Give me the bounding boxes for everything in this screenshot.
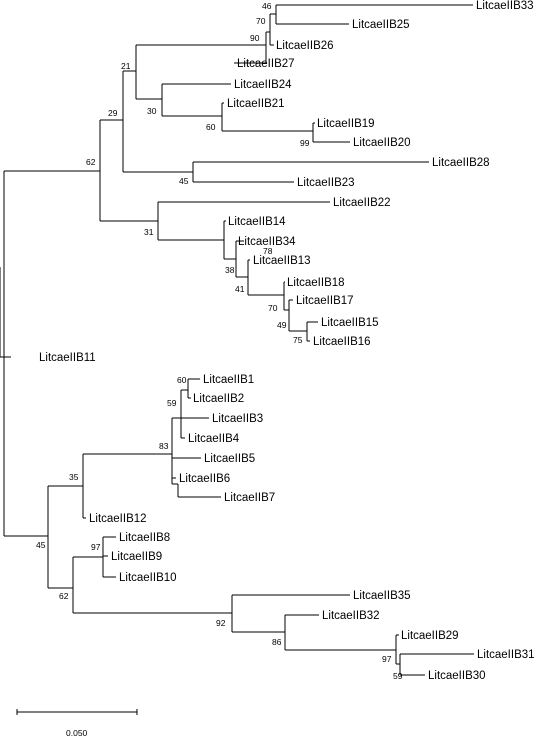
leaf-label: LitcaeIIB19 [317,118,375,130]
leaf-label: LitcaeIIB30 [428,670,486,682]
leaf-label: LitcaeIIB25 [352,19,410,31]
leaf-label: LitcaeIIB14 [228,216,286,228]
leaf-label: LitcaeIIB3 [212,413,263,425]
bootstrap-value: 60 [177,375,187,385]
bootstrap-value: 97 [91,542,101,552]
bootstrap-value: 99 [300,138,310,148]
leaf-label: LitcaeIIB1 [203,374,254,386]
bootstrap-value: 46 [262,1,272,11]
bootstrap-value: 45 [179,176,189,186]
bootstrap-value: 31 [144,227,154,237]
leaf-label: LitcaeIIB28 [432,157,490,169]
bootstrap-value: 49 [277,320,287,330]
bootstrap-value: 60 [206,122,216,132]
bootstrap-value: 41 [235,284,245,294]
leaf-label: LitcaeIIB6 [179,473,230,485]
bootstrap-value: 62 [59,591,69,601]
leaf-labels: LitcaeIIB33LitcaeIIB25LitcaeIIB26LitcaeI… [39,0,535,682]
scale-bar-label: 0.050 [66,728,88,738]
leaf-label: LitcaeIIB10 [119,572,177,584]
bootstrap-value: 29 [108,108,118,118]
bootstrap-value: 70 [256,16,266,26]
leaf-label: LitcaeIIB24 [234,79,292,91]
leaf-label: LitcaeIIB16 [313,336,371,348]
leaf-label: LitcaeIIB4 [188,433,240,445]
tree-branches [0,4,474,676]
leaf-label: LitcaeIIB23 [297,177,355,189]
leaf-label: LitcaeIIB8 [119,532,170,544]
bootstrap-value: 62 [86,157,96,167]
bootstrap-value: 70 [268,303,278,313]
leaf-label: LitcaeIIB22 [333,197,391,209]
leaf-label: LitcaeIIB11 [39,352,96,364]
leaf-label: LitcaeIIB15 [321,317,379,329]
bootstrap-value: 59 [393,671,403,681]
leaf-label: LitcaeIIB29 [401,630,459,642]
leaf-label: LitcaeIIB13 [253,255,311,267]
bootstrap-value: 92 [216,618,226,628]
leaf-label: LitcaeIIB34 [238,236,296,248]
leaf-label: LitcaeIIB2 [193,393,244,405]
bootstrap-value: 30 [147,106,157,116]
leaf-label: LitcaeIIB18 [287,277,345,289]
bootstrap-value: 38 [225,265,235,275]
leaf-label: LitcaeIIB21 [227,98,285,110]
bootstrap-value: 78 [263,246,273,256]
leaf-label: LitcaeIIB17 [296,295,354,307]
leaf-label: LitcaeIIB12 [89,513,147,525]
bootstrap-value: 35 [69,472,79,482]
bootstrap-value: 83 [159,441,169,451]
bootstrap-value: 90 [250,33,260,43]
bootstrap-value: 75 [293,335,303,345]
leaf-label: LitcaeIIB32 [322,610,380,622]
leaf-label: LitcaeIIB9 [111,551,162,563]
leaf-label: LitcaeIIB31 [477,649,535,661]
bootstrap-value: 59 [167,398,177,408]
leaf-label: LitcaeIIB5 [204,453,255,465]
leaf-label: LitcaeIIB33 [476,0,534,12]
leaf-label: LitcaeIIB27 [237,58,295,70]
leaf-label: LitcaeIIB26 [276,40,334,52]
leaf-label: LitcaeIIB7 [224,492,275,504]
scale-bar: 0.050 [16,709,138,738]
bootstrap-value: 97 [382,654,392,664]
bootstrap-value: 45 [36,540,46,550]
leaf-label: LitcaeIIB35 [353,590,411,602]
bootstrap-value: 86 [272,637,282,647]
leaf-label: LitcaeIIB20 [353,137,411,149]
bootstrap-value: 21 [121,61,131,71]
